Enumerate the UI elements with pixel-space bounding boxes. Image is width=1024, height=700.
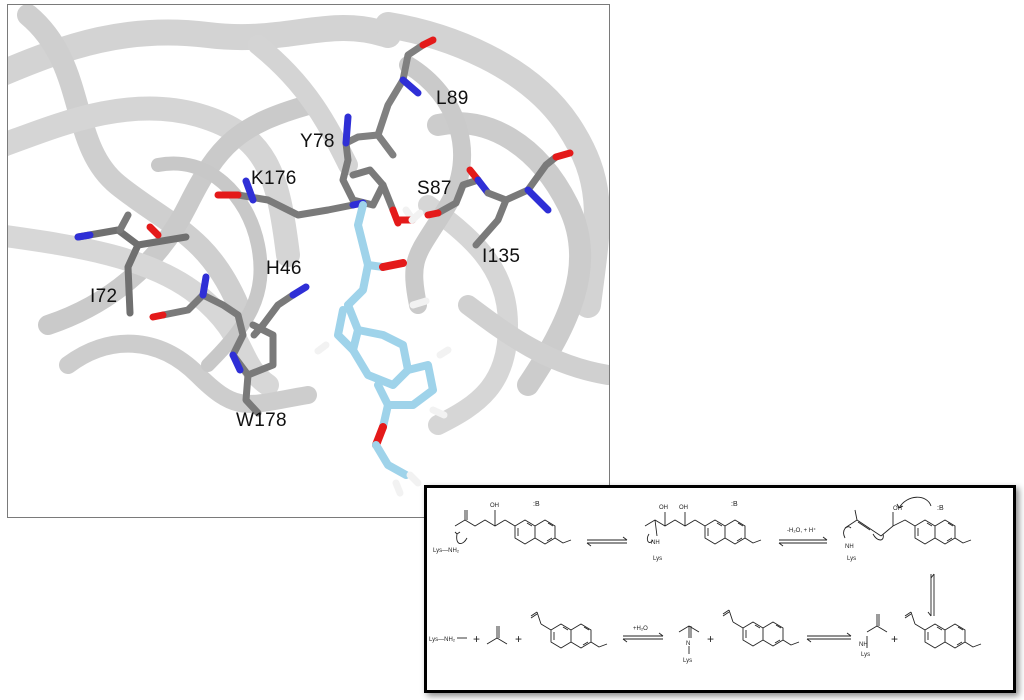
scheme-imine <box>678 625 700 654</box>
mechanism-scheme: :B Lys—NH₂ OH :B OH OH NH Lys -H₂O, + H⁺… <box>429 496 982 664</box>
scheme-base-1: :B <box>533 501 540 508</box>
residue-label-h46: H46 <box>266 258 302 279</box>
equilibrium-arrow-vertical <box>927 573 935 617</box>
equilibrium-arrow-1 <box>586 536 628 547</box>
scheme-base-3: :B <box>937 505 944 512</box>
scheme-lys-nh2-1: Lys—NH₂ <box>433 548 460 554</box>
scheme-lys-2: Lys <box>653 556 662 562</box>
scheme-lys-5: Lys <box>861 652 870 658</box>
scheme-compound-1 <box>454 510 572 545</box>
water-molecule <box>394 209 424 224</box>
scheme-nh-5: NH <box>859 642 868 648</box>
scheme-plus-4: + <box>891 632 898 646</box>
scheme-nh-2: NH <box>651 540 660 546</box>
scheme-nh-3: NH <box>845 544 854 550</box>
scheme-oh-3: OH <box>893 506 902 512</box>
residue-label-y78: Y78 <box>300 131 335 152</box>
scheme-aldehyde-1 <box>530 611 608 649</box>
ligand-hydrogens <box>314 206 452 497</box>
scheme-oh-1: OH <box>490 503 499 509</box>
scheme-compound-3 <box>843 496 972 545</box>
scheme-acetone <box>486 626 508 645</box>
scheme-plus-3: + <box>707 632 714 646</box>
residue-label-i72: I72 <box>90 286 118 307</box>
equilibrium-arrow-4 <box>806 632 852 643</box>
equilibrium-arrow-3 <box>622 632 664 643</box>
scheme-compound-2 <box>644 512 762 545</box>
scheme-aldehyde-2 <box>722 609 800 647</box>
residue-label-w178: W178 <box>236 410 287 431</box>
protein-structure-panel: L89 Y78 K176 S87 I135 H46 I72 W178 <box>7 4 610 518</box>
residue-label-l89: L89 <box>436 88 469 109</box>
scheme-oh-2b: OH <box>679 505 688 511</box>
scheme-plus-1: + <box>473 632 480 646</box>
scheme-enamine <box>866 614 888 648</box>
residue-label-i135: I135 <box>482 246 521 267</box>
scheme-lys-3: Lys <box>847 556 856 562</box>
scheme-oh-2a: OH <box>659 505 668 511</box>
equilibrium-arrow-2 <box>778 536 828 547</box>
scheme-aldehyde-3 <box>904 611 982 649</box>
scheme-n-4: N <box>686 641 690 647</box>
ligand-sticks <box>334 201 437 479</box>
scheme-lys-4: Lys <box>683 658 692 664</box>
protein-render <box>8 5 609 497</box>
residue-label-k176: K176 <box>251 168 297 189</box>
mechanism-scheme-panel: :B Lys—NH₂ OH :B OH OH NH Lys -H₂O, + H⁺… <box>424 485 1016 693</box>
scheme-base-2: :B <box>731 501 738 508</box>
protein-ribbons <box>8 5 609 435</box>
scheme-lys-nh2-2: Lys—NH₂ <box>429 637 456 643</box>
residue-label-s87: S87 <box>417 178 452 199</box>
scheme-plus-2: + <box>515 632 522 646</box>
scheme-condition-1: -H₂O, + H⁺ <box>787 527 816 534</box>
scheme-condition-2: +H₂O <box>633 626 648 632</box>
